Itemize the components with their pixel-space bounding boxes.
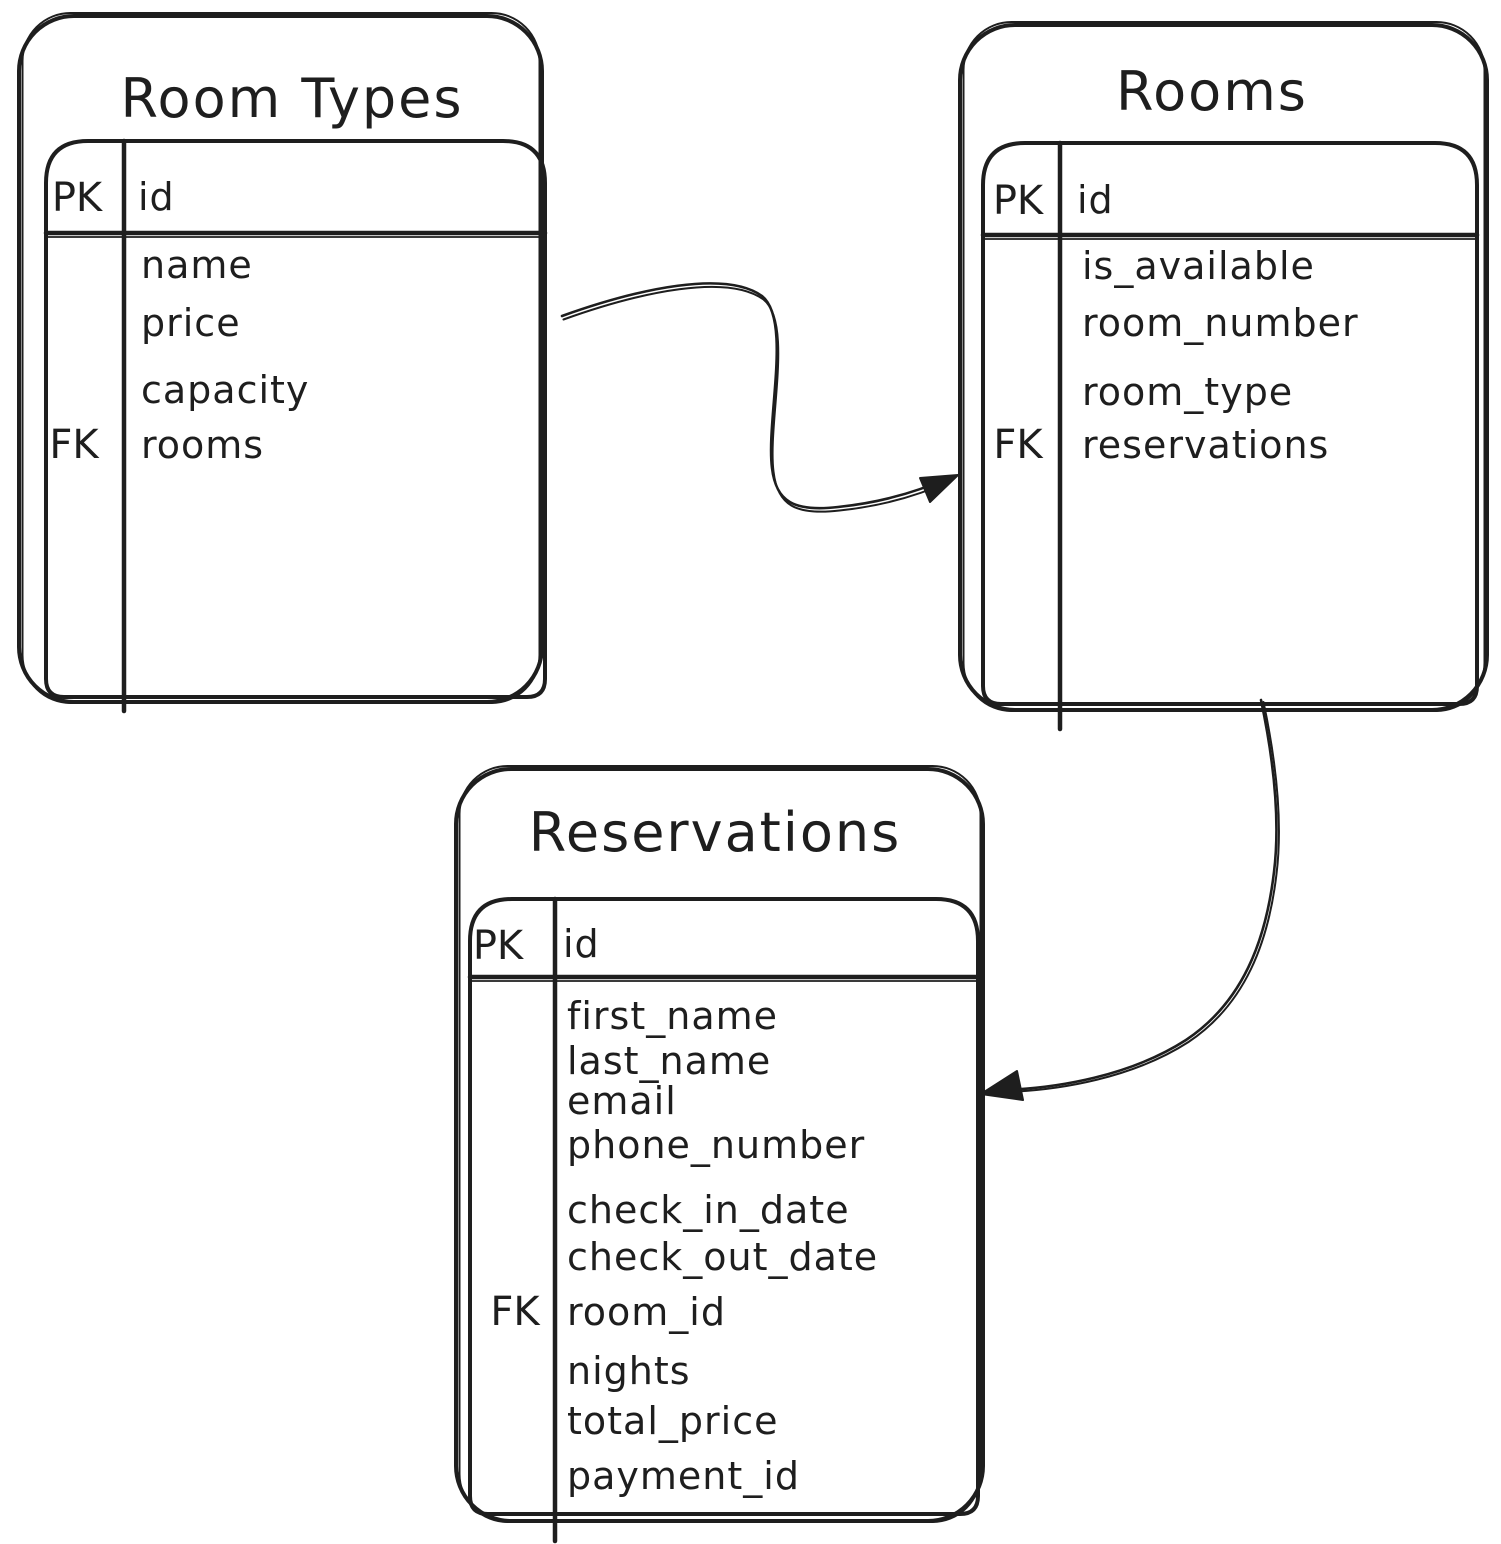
table-room-types[interactable]: Room Types PK id name price capacity roo… [17,12,548,714]
table-grid-outline [44,139,547,699]
table-grid-outline [981,141,1479,706]
fk-label: FK [49,422,100,468]
field-capacity: capacity [141,368,309,412]
field-total-price: total_price [567,1399,778,1443]
field-nights: nights [567,1349,691,1393]
field-phone-number: phone_number [567,1123,865,1167]
relation-rooms-reservations[interactable] [980,698,1280,1101]
table-reservations[interactable]: Reservations PK id first_name last_name … [454,765,985,1544]
field-check-in-date: check_in_date [567,1188,850,1232]
field-room-type: room_type [1082,370,1293,414]
field-room-number: room_number [1082,301,1359,345]
table-title: Reservations [529,801,902,864]
fk-label: FK [490,1289,541,1335]
pk-field-id: id [1077,178,1114,222]
arrowhead [980,1070,1024,1101]
relation-room-types-rooms[interactable] [560,282,959,513]
fk-label: FK [993,422,1044,468]
field-rooms: rooms [141,423,264,467]
field-check-out-date: check_out_date [567,1235,878,1279]
pk-field-id: id [563,922,600,966]
table-outline-sketch [962,21,1486,712]
table-outline [958,23,1489,712]
field-reservations: reservations [1082,423,1329,467]
pk-label: PK [993,178,1045,224]
table-rooms[interactable]: Rooms PK id is_available room_number roo… [958,21,1489,732]
arrow-line-sketch [562,285,953,513]
arrow-line-sketch [1005,701,1280,1093]
pk-label: PK [473,923,525,969]
table-outline-sketch [21,12,541,704]
arrowhead [919,474,959,503]
arrow-line [560,282,952,510]
pk-label: PK [52,175,104,221]
table-outline-sketch [458,765,982,1523]
field-name: name [141,243,253,287]
table-grid-outline [468,897,980,1516]
field-room-id: room_id [567,1290,726,1334]
table-title: Room Types [120,67,463,130]
field-email: email [567,1079,677,1123]
field-price: price [141,301,241,345]
field-payment-id: payment_id [567,1454,800,1498]
table-title: Rooms [1116,60,1308,123]
field-first-name: first_name [567,994,778,1038]
field-is-available: is_available [1082,244,1315,288]
field-last-name: last_name [567,1039,771,1083]
arrow-line [1002,698,1278,1092]
pk-field-id: id [138,175,175,219]
